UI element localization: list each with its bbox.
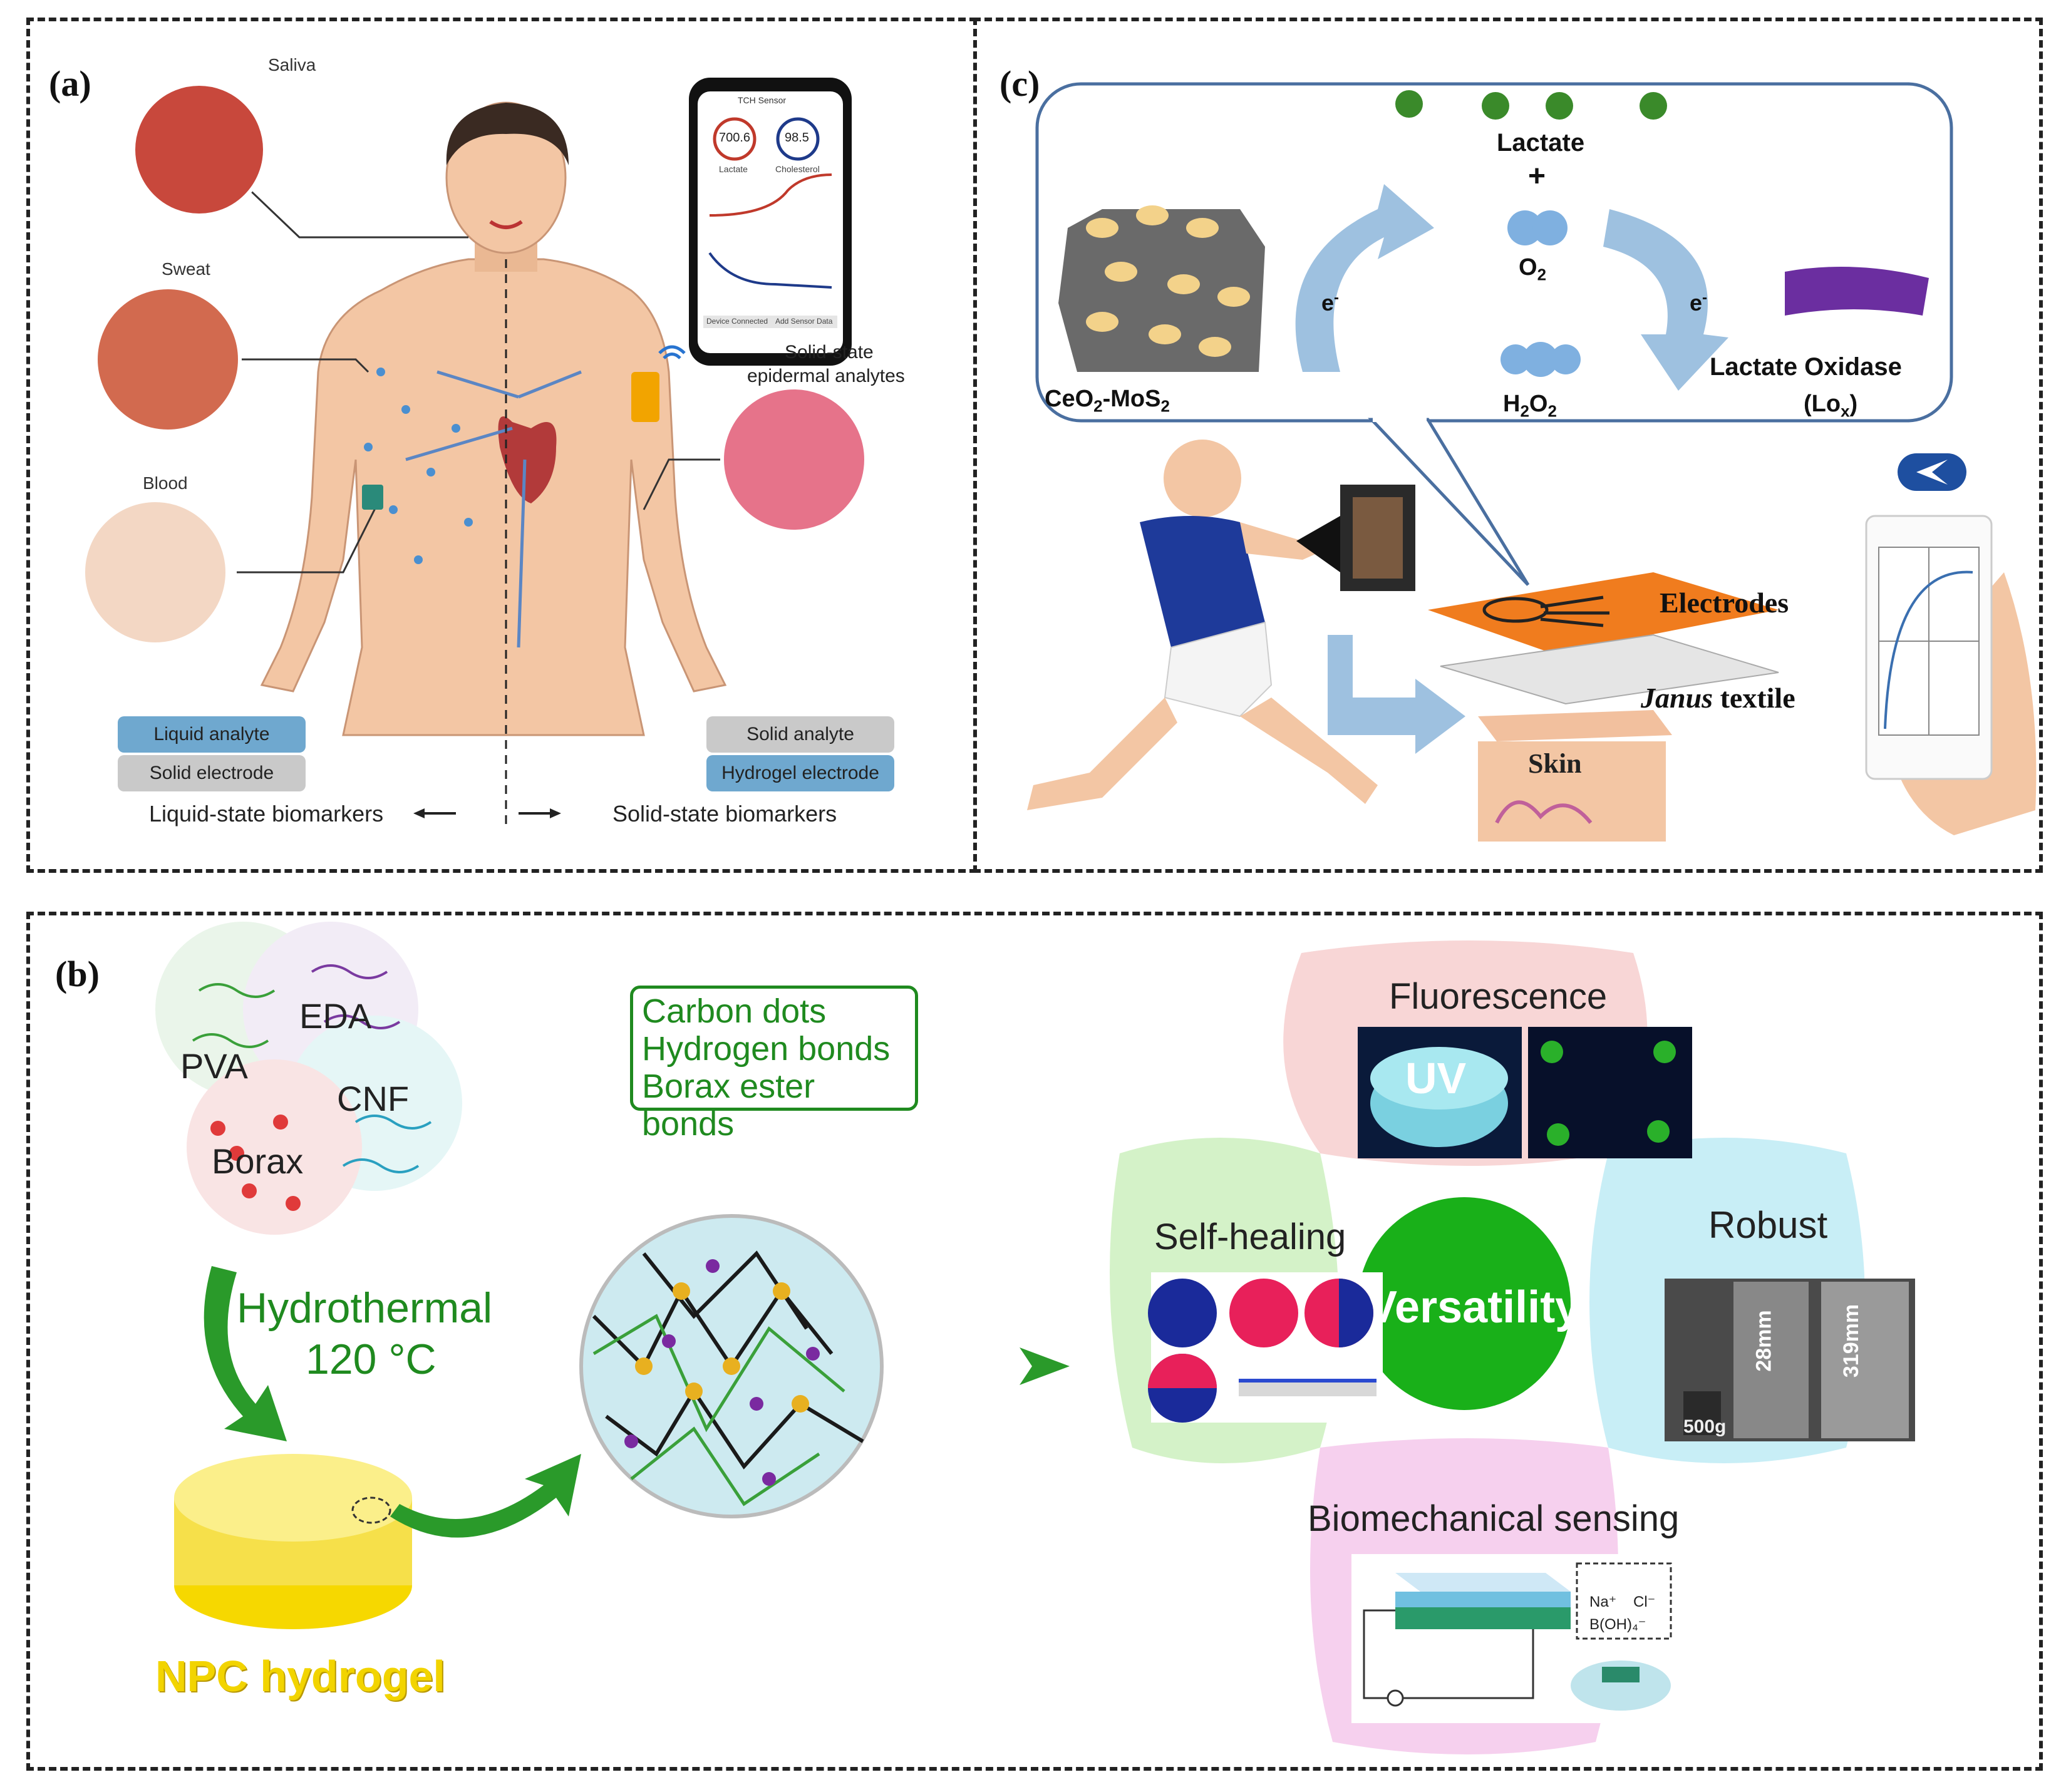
- o2-main: O: [1519, 254, 1537, 281]
- pva-label: PVA: [180, 1046, 248, 1086]
- liquid-analyte-box: Liquid analyte: [118, 716, 306, 753]
- bond-borax-ester: Borax ester bonds: [642, 1068, 815, 1143]
- lox-label: (Lox): [1804, 391, 1857, 421]
- ceo2-mos2-label: CeO2-MoS2: [1045, 386, 1170, 416]
- electron-right-e: e: [1690, 290, 1703, 316]
- body-illustration: [81, 78, 868, 829]
- electron-left-e: e: [1321, 290, 1335, 316]
- h2o2-h: H: [1503, 391, 1521, 417]
- lactate-oxidase-label: Lactate Oxidase: [1710, 353, 1902, 381]
- electron-right: e-: [1690, 289, 1707, 316]
- solid-state-label-2: epidermal analytes: [747, 366, 905, 386]
- o2-label: O2: [1519, 254, 1546, 285]
- solid-electrode-box: Solid electrode: [118, 755, 306, 791]
- uv-label: UV: [1405, 1054, 1467, 1103]
- ion-cl-label: Cl⁻: [1633, 1594, 1656, 1610]
- ceo2-part: CeO: [1045, 386, 1094, 412]
- length-28mm-label: 28mm: [1752, 1310, 1776, 1372]
- eda-label: EDA: [299, 996, 372, 1036]
- cnf-label: CNF: [337, 1079, 410, 1118]
- panel-a-label: (a): [49, 63, 91, 104]
- phone-title: TCH Sensor: [738, 95, 787, 105]
- phone-label-lactate: Lactate: [719, 164, 748, 174]
- h2o2-sub1: 2: [1520, 401, 1529, 421]
- versatility-label: Versatility: [1367, 1282, 1581, 1332]
- bond-hydrogen: Hydrogen bonds: [642, 1030, 891, 1068]
- janus-textile-label: Janus textile: [1641, 681, 1795, 714]
- panel-c-label: (c): [1000, 63, 1040, 104]
- mos2-sub: 2: [1160, 396, 1170, 416]
- h2o2-label: H2O2: [1503, 391, 1557, 421]
- panel-c: (c): [973, 18, 2043, 873]
- phone-value-cholesterol: 98.5: [785, 131, 809, 145]
- electron-right-sup: -: [1702, 289, 1708, 306]
- h2o2-o: O: [1529, 391, 1548, 417]
- mos2-part: -MoS: [1102, 386, 1161, 412]
- electrodes-label: Electrodes: [1660, 587, 1789, 619]
- fluorescence-label: Fluorescence: [1389, 976, 1608, 1017]
- plus-sign: +: [1528, 160, 1546, 193]
- blood-label: Blood: [143, 473, 188, 493]
- saliva-label: Saliva: [268, 55, 316, 75]
- lactate-label: Lactate: [1497, 129, 1585, 157]
- npc-hydrogel-label: NPC hydrogel: [155, 1652, 445, 1701]
- panel-a: (a): [26, 18, 977, 873]
- robust-label: Robust: [1708, 1204, 1828, 1246]
- skin-label: Skin: [1528, 748, 1582, 779]
- solid-analyte-box: Solid analyte: [706, 716, 894, 753]
- length-319mm-label: 319mm: [1839, 1304, 1864, 1378]
- hydrogel-diagram: [155, 922, 1915, 1754]
- electron-left: e-: [1321, 289, 1339, 316]
- panel-b-label: (b): [55, 954, 100, 994]
- solid-biomarkers-label: Solid-state biomarkers: [612, 801, 837, 826]
- liquid-biomarkers-label: Liquid-state biomarkers: [149, 801, 384, 826]
- biomechanical-sensing-label: Biomechanical sensing: [1308, 1498, 1680, 1539]
- hydrothermal-label: Hydrothermal: [237, 1284, 493, 1332]
- lox-close: ): [1849, 391, 1858, 417]
- self-healing-label: Self-healing: [1154, 1217, 1346, 1257]
- lox-sub: x: [1841, 401, 1850, 421]
- phone-value-lactate: 700.6: [719, 131, 751, 145]
- electron-left-sup: -: [1334, 289, 1340, 306]
- bonds-box: Carbon dots Hydrogen bonds Borax ester b…: [630, 986, 918, 1143]
- panel-b: (b): [26, 912, 2043, 1771]
- textile-word: textile: [1713, 682, 1795, 714]
- borax-label: Borax: [212, 1141, 304, 1181]
- bond-carbon-dots: Carbon dots: [642, 992, 827, 1030]
- ceo2-sub: 2: [1093, 396, 1103, 416]
- janus-word: Janus: [1641, 682, 1713, 714]
- phone-label-cholesterol: Cholesterol: [775, 164, 820, 174]
- lox-main: (Lo: [1804, 391, 1841, 417]
- o2-sub: 2: [1537, 265, 1547, 284]
- sweat-label: Sweat: [162, 259, 210, 279]
- h2o2-sub2: 2: [1547, 401, 1557, 421]
- lactate-cycle-diagram: [1027, 82, 2037, 842]
- phone-button-add[interactable]: Add Sensor Data: [775, 317, 833, 326]
- solid-state-label-1: Solid-state: [785, 342, 874, 363]
- hydrogel-electrode-box: Hydrogel electrode: [706, 755, 894, 791]
- ion-boh-label: B(OH)₄⁻: [1589, 1616, 1646, 1633]
- temperature-label: 120 °C: [306, 1336, 436, 1383]
- mass-label: 500g: [1683, 1416, 1727, 1437]
- phone-button-device[interactable]: Device Connected: [706, 317, 768, 326]
- ion-na-label: Na⁺: [1589, 1594, 1617, 1610]
